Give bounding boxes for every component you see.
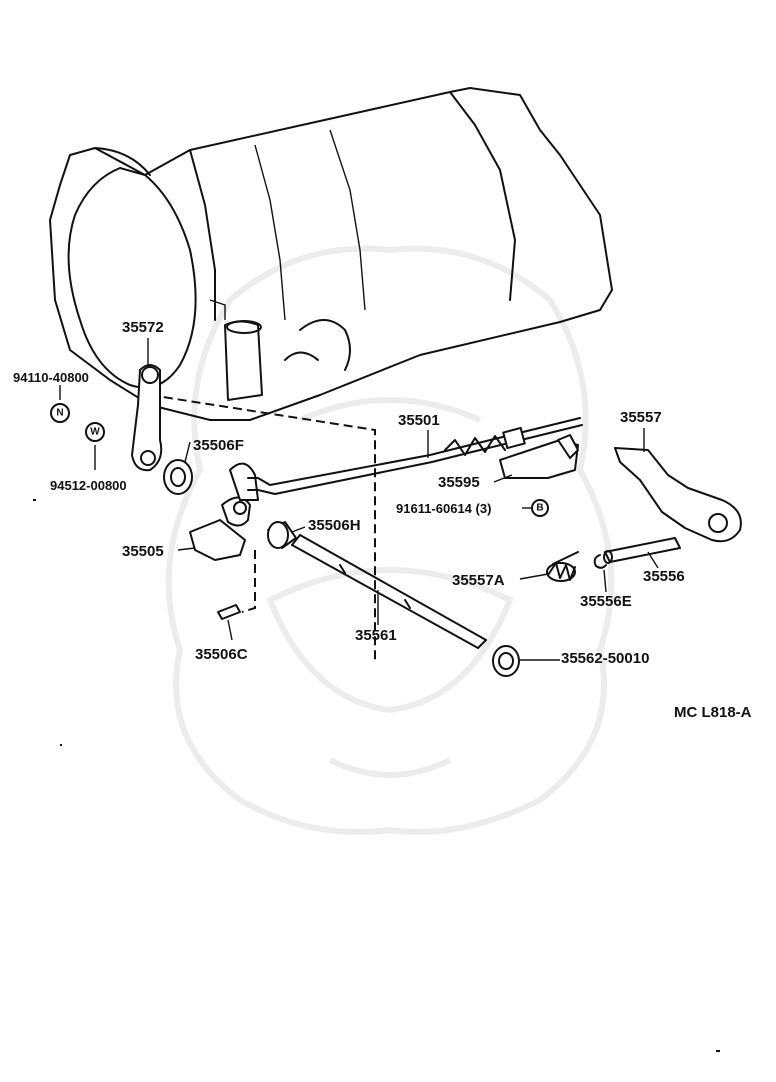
- symbol-n-icon: N: [50, 403, 70, 423]
- spring-35557A: [546, 551, 579, 582]
- symbol-w-icon: W: [85, 422, 105, 442]
- label-35557: 35557: [620, 409, 662, 426]
- label-35505: 35505: [122, 543, 164, 560]
- scan-specks: [33, 499, 720, 1052]
- label-35561: 35561: [355, 627, 397, 644]
- label-94512-00800: 94512-00800: [50, 478, 127, 493]
- label-94110-40800: 94110-40800: [13, 370, 89, 385]
- svg-text:B: B: [536, 503, 543, 514]
- shaft-35561: [291, 534, 487, 649]
- label-35506C: 35506C: [195, 646, 248, 663]
- seal-35506F: [163, 459, 193, 495]
- diagram-reference-code: MC L818-A: [674, 704, 752, 721]
- collar-35506H: [267, 521, 297, 549]
- leader-lines: [59, 338, 659, 661]
- pin-35506C: [217, 604, 241, 620]
- bracket-35572: [131, 364, 163, 472]
- label-35557A: 35557A: [452, 572, 505, 589]
- label-35572: 35572: [122, 319, 164, 336]
- reference-dashed-lines: [149, 394, 376, 660]
- shaft-35556: [603, 537, 681, 564]
- svg-text:W: W: [90, 427, 100, 438]
- clip-35556E: [593, 554, 607, 569]
- label-35595: 35595: [438, 474, 480, 491]
- svg-text:N: N: [56, 408, 63, 419]
- seal-35562: [492, 645, 520, 677]
- lever-35557: [614, 447, 742, 543]
- part-labels: 35572 94110-40800 94512-00800 35506F 355…: [13, 319, 752, 721]
- label-35506H: 35506H: [308, 517, 361, 534]
- label-35501: 35501: [398, 412, 440, 429]
- rod-35501: [247, 417, 583, 495]
- label-35506F: 35506F: [193, 437, 244, 454]
- symbol-b-icon: B: [531, 499, 549, 517]
- transmission-case: [49, 87, 613, 421]
- label-91611-60614: 91611-60614 (3): [396, 501, 491, 516]
- label-35562-50010: 35562-50010: [561, 650, 649, 667]
- label-35556E: 35556E: [580, 593, 632, 610]
- label-35556: 35556: [643, 568, 685, 585]
